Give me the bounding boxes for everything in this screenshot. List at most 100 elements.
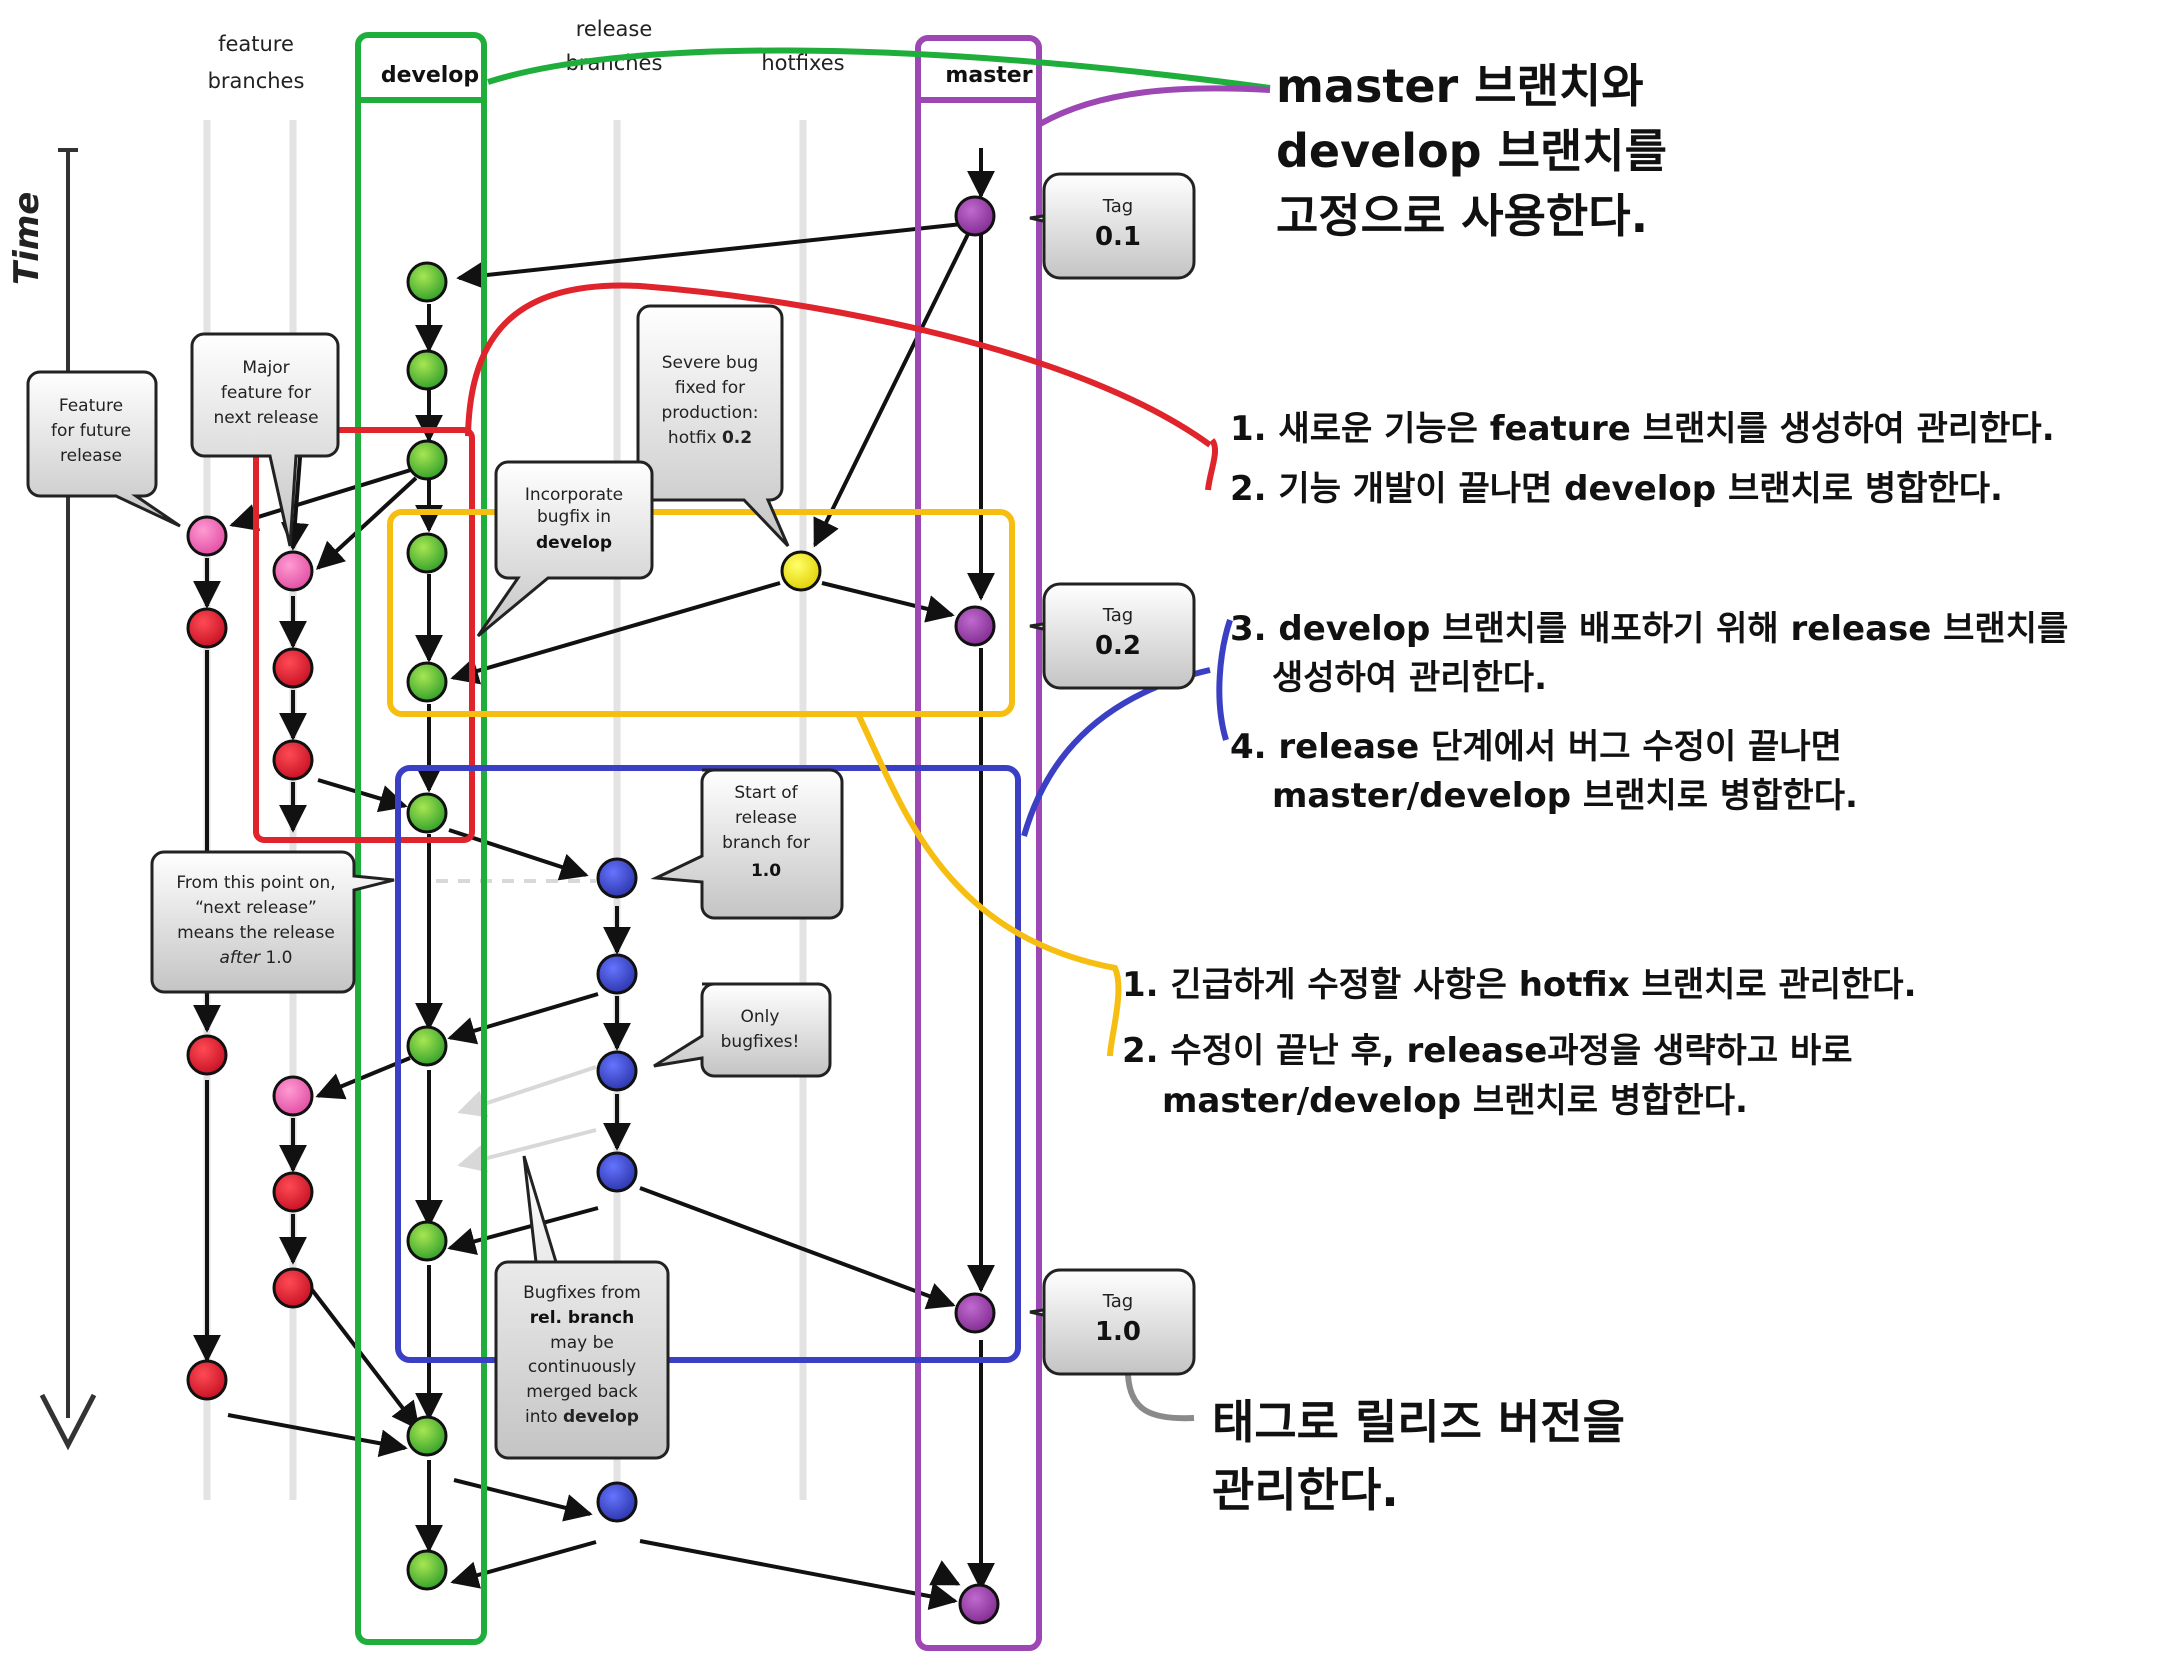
annotation-fixed-branches: master 브랜치와 develop 브랜치를 고정으로 사용한다. <box>1276 59 1667 243</box>
bubble-only-bugfixes: Only bugfixes! <box>653 982 832 1078</box>
bubble-major-feature: Major feature for next release <box>190 332 340 547</box>
bubble-start-line1: Start of <box>734 783 798 803</box>
bubble-incorporate-line2: bugfix in <box>537 507 611 527</box>
release-commit <box>596 1050 638 1092</box>
annotation-fixed-line2: develop 브랜치를 <box>1276 124 1667 178</box>
develop-commit <box>406 792 448 834</box>
annotation-release-line1: 3. develop 브랜치를 배포하기 위해 release 브랜치를 <box>1230 609 2068 649</box>
bubble-start-release: Start of release branch for 1.0 <box>650 768 844 920</box>
annotation-hotfix-line2: 2. 수정이 끝난 후, release과정을 생략하고 바로 <box>1122 1031 1853 1071</box>
bubble-from-line3: means the release <box>177 923 335 943</box>
hotfix-region-box <box>387 509 1015 717</box>
feature-commit <box>186 1359 228 1401</box>
tag-0-1-version: 0.1 <box>1095 222 1141 252</box>
develop-commit <box>406 661 448 703</box>
bubble-future-line3: release <box>60 446 122 466</box>
develop-commit <box>406 532 448 574</box>
feature-column-header: feature <box>218 32 294 56</box>
bubble-from-line2: “next release” <box>195 898 317 918</box>
release-commit <box>596 1481 638 1523</box>
bubble-start-line3: branch for <box>722 833 810 853</box>
tag-1-0-version: 1.0 <box>1095 1317 1141 1347</box>
annotation-release: 3. develop 브랜치를 배포하기 위해 release 브랜치를 생성하… <box>1230 609 2068 816</box>
bubble-major-line3: next release <box>213 408 318 428</box>
annotation-tag-line1: 태그로 릴리즈 버전을 <box>1212 1395 1625 1449</box>
develop-commit <box>406 1220 448 1262</box>
tag-1-0-label: Tag <box>1102 1291 1133 1312</box>
feature-region-box <box>253 427 475 843</box>
annotation-tag-line2: 관리한다. <box>1212 1463 1399 1517</box>
develop-commit <box>406 1025 448 1067</box>
annotation-fixed-line1: master 브랜치와 <box>1276 59 1644 113</box>
merge-arrows <box>227 222 972 1611</box>
bubble-from-point: From this point on, “next release” means… <box>150 850 395 994</box>
bubble-bugfixes-line2: rel. branch <box>530 1308 634 1328</box>
master-commit <box>954 195 996 237</box>
bubble-bugfixes-line4: continuously <box>528 1357 636 1377</box>
time-axis-label: Time <box>7 192 47 285</box>
annotation-release-line2: 생성하여 관리한다. <box>1272 658 1547 698</box>
release-region-box <box>395 765 1021 1363</box>
bubble-severe-bug: Severe bug fixed for production: hotfix … <box>636 304 790 548</box>
release-commit <box>596 857 638 899</box>
bubble-bugfixes-line5: merged back <box>526 1382 638 1402</box>
faded-arrows <box>436 879 597 1173</box>
feature-commit <box>272 1075 314 1117</box>
bubble-start-line4: 1.0 <box>751 861 781 881</box>
hotfix-column-header: hotfixes <box>761 51 844 75</box>
bubble-future-release: Feature for future release <box>26 370 181 528</box>
develop-commit <box>406 261 448 303</box>
feature-commit <box>186 515 228 557</box>
bubble-major-line1: Major <box>242 358 289 378</box>
master-region-box <box>915 35 1042 1651</box>
column-headers: feature branches develop release branche… <box>208 17 1033 93</box>
develop-commit <box>406 1415 448 1457</box>
branch-lines <box>193 148 995 1591</box>
annotation-hotfix-line1: 1. 긴급하게 수정할 사항은 hotfix 브랜치로 관리한다. <box>1122 965 1917 1005</box>
bubble-severe-line3: production: <box>661 403 758 423</box>
bubble-bugfixes-merged: Bugfixes from rel. branch may be continu… <box>494 1155 670 1460</box>
bubble-incorporate-line3: develop <box>536 533 612 553</box>
annotation-fixed-line3: 고정으로 사용한다. <box>1276 189 1648 243</box>
time-axis: Time <box>7 148 97 1451</box>
bubble-future-line1: Feature <box>59 396 123 416</box>
annotation-feature: 1. 새로운 기능은 feature 브랜치를 생성하여 관리한다. 2. 기능… <box>1230 409 2055 509</box>
tag-0-2-version: 0.2 <box>1095 631 1141 661</box>
develop-commit <box>406 1549 448 1591</box>
bubble-incorporate-line1: Incorporate <box>525 485 623 505</box>
bubble-incorporate: Incorporate bugfix in develop <box>476 460 654 638</box>
region-boxes <box>253 32 1042 1651</box>
master-commit <box>954 605 996 647</box>
master-commit <box>958 1583 1000 1625</box>
annotation-feature-line1: 1. 새로운 기능은 feature 브랜치를 생성하여 관리한다. <box>1230 409 2055 449</box>
feature-commit <box>272 647 314 689</box>
bubble-only-line2: bugfixes! <box>721 1032 800 1052</box>
release-column-header: release <box>576 17 653 41</box>
commit-nodes <box>186 195 1000 1625</box>
bubble-future-line2: for future <box>51 421 131 441</box>
bubble-start-line2: release <box>735 808 797 828</box>
release-commit <box>596 1151 638 1193</box>
tag-0-2: Tag 0.2 <box>1029 582 1196 690</box>
tag-0-2-label: Tag <box>1102 605 1133 626</box>
tag-0-1: Tag 0.1 <box>1029 172 1196 280</box>
feature-commit <box>186 1034 228 1076</box>
develop-commit <box>406 349 448 391</box>
bubble-bugfixes-line6: into develop <box>525 1407 639 1427</box>
release-commit <box>596 953 638 995</box>
bubble-from-line1: From this point on, <box>176 873 335 893</box>
bubble-major-line2: feature for <box>221 383 311 403</box>
develop-commit <box>406 439 448 481</box>
bubble-bugfixes-line3: may be <box>550 1333 614 1353</box>
feature-commit <box>272 550 314 592</box>
tag-1-0: Tag 1.0 <box>1029 1268 1196 1376</box>
develop-column-header: develop <box>381 63 479 88</box>
annotation-hotfix: 1. 긴급하게 수정할 사항은 hotfix 브랜치로 관리한다. 2. 수정이… <box>1122 965 1917 1121</box>
annotation-release-line3: 4. release 단계에서 버그 수정이 끝나면 <box>1230 727 1842 767</box>
annotation-release-line4: master/develop 브랜치로 병합한다. <box>1272 776 1858 816</box>
master-column-header: master <box>945 63 1032 88</box>
feature-commit <box>272 739 314 781</box>
bubble-only-line1: Only <box>741 1007 780 1027</box>
feature-commit <box>272 1267 314 1309</box>
